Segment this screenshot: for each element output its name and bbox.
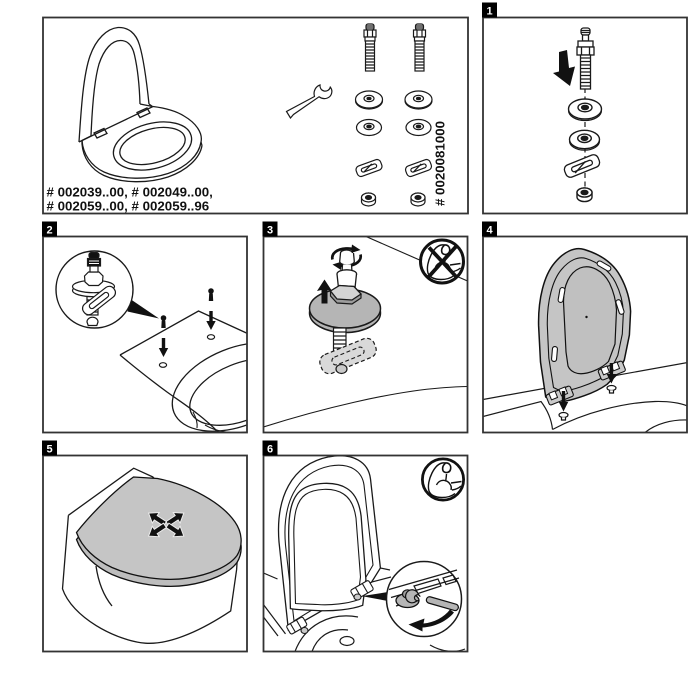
svg-text:3: 3: [267, 225, 273, 237]
svg-text:# 002059..00, # 002059..96: # 002059..00, # 002059..96: [47, 199, 210, 214]
svg-text:# 002039..00, # 002049..00,: # 002039..00, # 002049..00,: [47, 185, 213, 200]
svg-text:1: 1: [486, 6, 492, 18]
svg-text:2: 2: [46, 225, 52, 237]
svg-text:5: 5: [46, 444, 52, 456]
svg-text:# 0020081000: # 0020081000: [433, 121, 448, 206]
svg-text:4: 4: [486, 225, 493, 237]
svg-text:6: 6: [267, 444, 273, 456]
